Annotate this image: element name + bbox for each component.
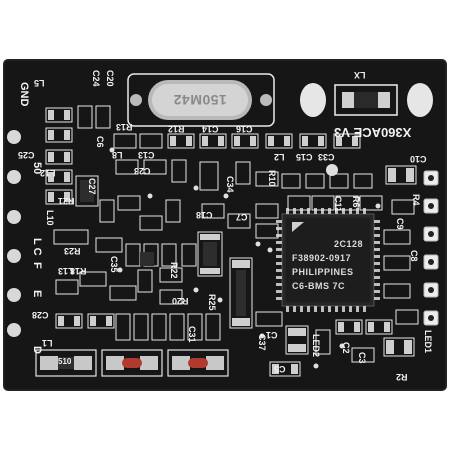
silk-c20: C20 — [105, 70, 115, 87]
silk-c28: C28 — [32, 310, 49, 320]
edge-label-lc: L C — [31, 238, 43, 256]
chip-pins — [276, 208, 380, 312]
silk-l5: L5 — [34, 78, 45, 88]
silk-c10: C10 — [410, 154, 427, 164]
silk-c34: C34 — [225, 176, 235, 193]
silk-led2: LED2 — [311, 334, 321, 358]
silk-c13: C13 — [138, 150, 155, 160]
silk-c18: C18 — [196, 210, 213, 220]
silk-c2: C2 — [341, 342, 351, 354]
silk-c5: C5 — [274, 364, 286, 374]
silk-r25: R25 — [207, 294, 217, 311]
silk-c24: C24 — [91, 70, 101, 87]
edge-pads — [7, 130, 21, 337]
silk-c23: C23 — [134, 166, 151, 176]
edge-label-d: D — [31, 346, 43, 354]
silk-c27: C27 — [87, 178, 97, 195]
silk-c16: C16 — [236, 124, 253, 134]
silk-r22: R22 — [169, 262, 179, 279]
silk-c31: C31 — [187, 326, 197, 343]
silk-c7: C7 — [236, 212, 248, 222]
silk-c14: C14 — [202, 124, 219, 134]
silk-510: 510 — [58, 357, 72, 366]
silk-r6: R6 — [351, 196, 361, 208]
silk-r21: R21 — [58, 196, 75, 206]
chip-line-1: 2C128 — [334, 239, 364, 249]
silk-c6: C6 — [95, 136, 105, 148]
silk-c9: C9 — [395, 218, 405, 230]
silk-c11: C11 — [333, 196, 343, 213]
silk-l10: L10 — [45, 210, 55, 226]
silk-c25: C25 — [18, 150, 35, 160]
silk-l2: L2 — [274, 152, 285, 162]
edge-label-e: E — [31, 290, 43, 298]
silk-r10: R10 — [267, 170, 277, 187]
silk-l1: L1 — [42, 338, 53, 348]
right-pads — [423, 170, 439, 326]
silk-c8: C8 — [409, 250, 419, 262]
silk-c33: C33 — [318, 152, 335, 162]
chip-line-4: C6-BMS 7C — [292, 281, 346, 291]
cpld-chip — [281, 213, 375, 307]
chip-line-3: PHILIPPINES — [292, 267, 354, 277]
silk-l12: L12 — [40, 168, 56, 178]
silk-r4: R4 — [411, 194, 421, 206]
silk-r23: R23 — [64, 246, 81, 256]
solder-pads — [48, 110, 414, 374]
silk-led1: LED1 — [423, 330, 433, 354]
silk-c1: C1 — [266, 330, 278, 340]
dark-smd-bodies — [80, 180, 246, 316]
silk-r12: R12 — [168, 124, 185, 134]
silk-r2: R2 — [396, 372, 408, 382]
vias — [109, 147, 381, 369]
silk-c37: C37 — [257, 334, 267, 351]
crystal — [127, 73, 275, 127]
silk-c3: C3 — [357, 352, 367, 364]
inductor-lx — [300, 83, 433, 117]
edge-label-f: F — [31, 262, 43, 269]
silk-r13: R13 — [116, 122, 133, 132]
crystal-marking: 150M42 — [173, 92, 227, 108]
silk-l13: L13 — [58, 266, 74, 276]
silk-lx: LX — [354, 70, 366, 80]
silk-r20: R20 — [172, 296, 189, 306]
silk-c35: C35 — [109, 256, 119, 273]
chip-line-2: F38902-0917 — [292, 253, 352, 263]
silk-c15: C15 — [296, 152, 313, 162]
silk-l8: L8 — [112, 150, 123, 160]
board-title: X360ACE V3 — [334, 125, 412, 140]
bottom-resistors — [35, 349, 229, 377]
edge-label-gnd: GND — [18, 82, 30, 107]
